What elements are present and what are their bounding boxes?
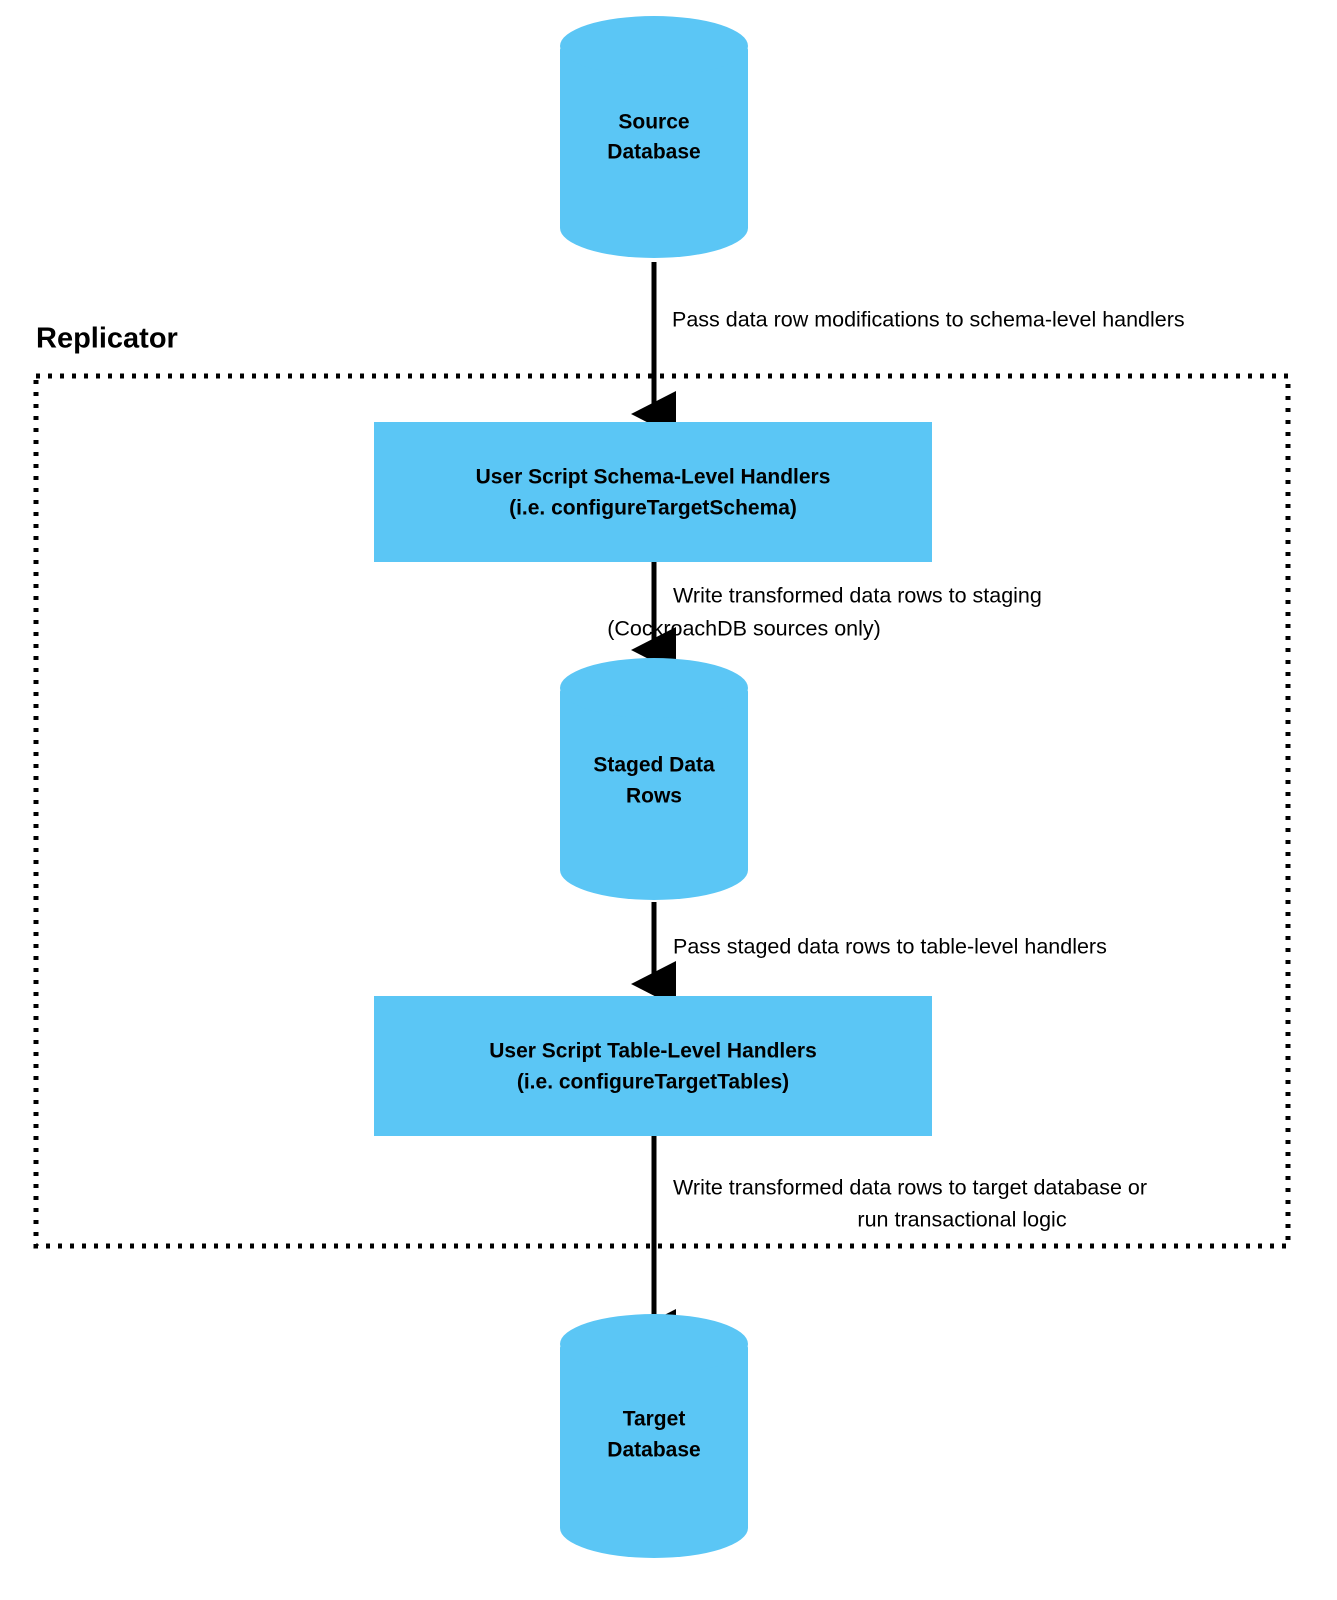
replicator-group-label: Replicator	[36, 323, 178, 355]
edge-source-to-schema-handlers-label-line1: Pass data row modifications to schema-le…	[672, 308, 1185, 332]
target-database-cylinder-body	[560, 1338, 748, 1558]
source-database-cylinder-body	[560, 40, 748, 258]
node-source-database[interactable]: Source Database	[557, 16, 751, 258]
edge-staging-to-table-handlers-label-line1: Pass staged data rows to table-level han…	[673, 935, 1107, 959]
edge-staging-to-table-handlers: Pass staged data rows to table-level han…	[631, 902, 1107, 1008]
source-database-label-line2: Database	[607, 141, 700, 164]
table-level-handlers-label-line1: User Script Table-Level Handlers	[489, 1040, 817, 1063]
staged-data-rows-cylinder-top	[560, 658, 748, 718]
replicator-group-border	[33, 373, 1291, 1249]
node-schema-level-handlers[interactable]: User Script Schema-Level Handlers (i.e. …	[374, 422, 932, 562]
edge-schema-handlers-to-staging-label-line2: (CockroachDB sources only)	[607, 617, 881, 641]
schema-level-handlers-label-line2: (i.e. configureTargetSchema)	[509, 497, 797, 520]
target-database-cylinder-top	[560, 1314, 748, 1374]
edge-table-handlers-to-target: Write transformed data rows to target da…	[631, 1136, 1147, 1356]
node-target-database[interactable]: Target Database	[557, 1314, 751, 1558]
target-database-label-line2: Database	[607, 1439, 700, 1462]
staged-data-rows-label-line2: Rows	[626, 785, 682, 808]
table-level-handlers-box	[374, 996, 932, 1136]
table-level-handlers-label-line2: (i.e. configureTargetTables)	[517, 1071, 789, 1094]
edge-source-to-schema-handlers: Pass data row modifications to schema-le…	[631, 262, 1185, 438]
staged-data-rows-label-line1: Staged Data	[593, 754, 715, 777]
edge-schema-handlers-to-staging: Write transformed data rows to staging (…	[607, 562, 1042, 674]
node-table-level-handlers[interactable]: User Script Table-Level Handlers (i.e. c…	[374, 996, 932, 1136]
edge-schema-handlers-to-staging-label-line1: Write transformed data rows to staging	[673, 584, 1042, 608]
target-database-label-line1: Target	[623, 1408, 686, 1431]
schema-level-handlers-label-line1: User Script Schema-Level Handlers	[476, 466, 831, 489]
schema-level-handlers-box	[374, 422, 932, 562]
edge-table-handlers-to-target-label-line1: Write transformed data rows to target da…	[673, 1176, 1147, 1200]
node-staged-data-rows[interactable]: Staged Data Rows	[557, 658, 751, 900]
source-database-cylinder-top	[560, 16, 748, 76]
replicator-group: Replicator	[33, 323, 1291, 1249]
staged-data-rows-cylinder-body	[560, 682, 748, 900]
edge-table-handlers-to-target-label-line2: run transactional logic	[857, 1208, 1066, 1232]
source-database-label-line1: Source	[618, 111, 689, 134]
